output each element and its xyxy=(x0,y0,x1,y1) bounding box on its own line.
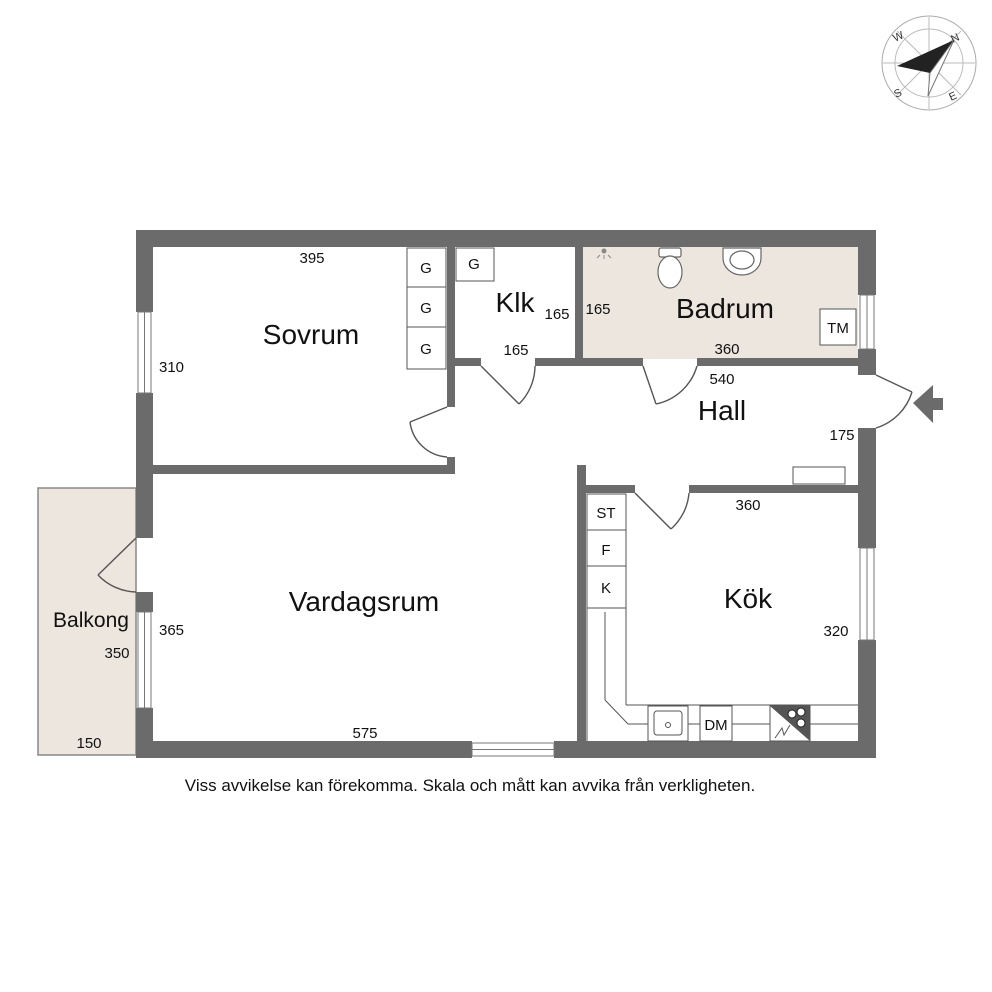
cabinet-k-label: K xyxy=(601,580,611,597)
dim-badrum-width: 360 xyxy=(714,341,739,358)
outer-walls xyxy=(136,230,876,758)
wardrobes xyxy=(406,247,495,370)
dim-sovrum-depth: 310 xyxy=(159,359,184,376)
wardrobe-label-4: G xyxy=(468,256,480,273)
dim-hall-width: 540 xyxy=(709,371,734,388)
dishwasher-dm-label: DM xyxy=(704,717,727,734)
compass-s: S xyxy=(892,87,904,101)
badrum-floor xyxy=(583,247,858,359)
washer-tm-label: TM xyxy=(827,320,849,337)
windows xyxy=(137,294,875,757)
balkong-floor xyxy=(38,488,136,755)
balkong-outline xyxy=(37,487,137,756)
dim-balkong-width: 150 xyxy=(76,735,101,752)
shower-icon xyxy=(596,248,612,259)
room-label-hall: Hall xyxy=(698,395,746,426)
sink-icon xyxy=(722,247,762,276)
dim-klk-depth: 165 xyxy=(544,306,569,323)
dim-balkong-depth: 350 xyxy=(104,645,129,662)
kitchen-units xyxy=(586,493,627,609)
dishwasher-dm xyxy=(699,705,733,742)
dim-kok-depth: 320 xyxy=(823,623,848,640)
disclaimer-text: Viss avvikelse kan förekomma. Skala och … xyxy=(184,776,756,795)
dim-klk-width: 165 xyxy=(503,342,528,359)
dim-vardagsrum-depth: 365 xyxy=(159,622,184,639)
dim-vardagsrum-width: 575 xyxy=(352,725,377,742)
room-label-balkong: Balkong xyxy=(53,609,129,632)
doors xyxy=(97,365,913,593)
cooktop-icon xyxy=(769,705,811,742)
kitchen-sink-icon xyxy=(647,705,689,742)
dim-hall-depth: 175 xyxy=(829,427,854,444)
room-label-vardagsrum: Vardagsrum xyxy=(289,586,439,617)
compass-icon xyxy=(881,15,977,111)
wardrobe-label-2: G xyxy=(420,300,432,317)
fridge-f-label: F xyxy=(601,542,610,559)
stove-st-label: ST xyxy=(596,505,615,522)
dim-badrum-depth: 165 xyxy=(585,301,610,318)
room-label-sovrum: Sovrum xyxy=(263,319,359,350)
dim-kok-width: 360 xyxy=(735,497,760,514)
entrance-arrow-icon xyxy=(913,385,943,423)
room-label-klk: Klk xyxy=(496,287,536,318)
dim-sovrum-width: 395 xyxy=(299,250,324,267)
washer-tm xyxy=(819,308,857,346)
wardrobe-label-1: G xyxy=(420,260,432,277)
toilet-icon xyxy=(657,247,683,289)
interior-walls xyxy=(153,247,858,758)
wardrobe-label-3: G xyxy=(420,341,432,358)
room-label-kok: Kök xyxy=(724,583,773,614)
room-label-badrum: Badrum xyxy=(676,293,774,324)
compass-e: E xyxy=(947,90,959,104)
hall-shelf xyxy=(792,466,846,485)
